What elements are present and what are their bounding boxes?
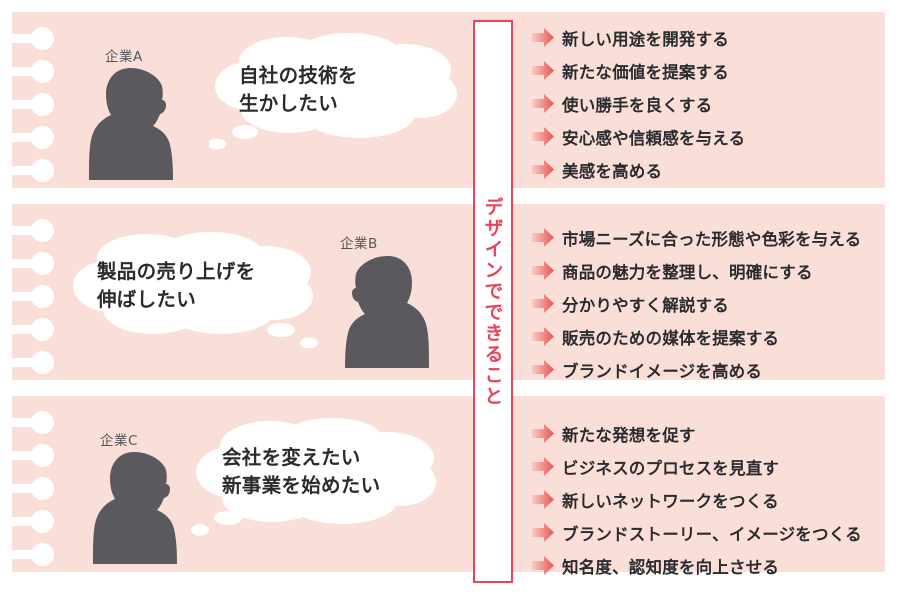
right-arrow-icon — [531, 327, 555, 346]
list-item: 使い勝手を良くする — [531, 88, 745, 119]
person-silhouette-icon — [88, 64, 184, 184]
list-item-label: 商品の魅力を整理し、明確にする — [562, 262, 813, 282]
thought-bubble-c: 会社を変えたい 新事業を始めたい — [190, 418, 440, 536]
right-arrow-icon — [531, 228, 555, 247]
keyhole-notch-icon — [12, 126, 54, 149]
keyhole-notch-icon — [12, 252, 54, 275]
person-silhouette-icon — [334, 252, 430, 372]
right-arrow-icon — [531, 556, 555, 575]
thought-bubble-b: 製品の売り上げを 伸ばしたい — [69, 230, 319, 348]
row-panel-c: 企業C — [12, 396, 885, 572]
center-label-box: デザインでできること — [473, 20, 513, 583]
right-arrow-icon — [531, 457, 555, 476]
bubble-text-c: 会社を変えたい 新事業を始めたい — [222, 446, 381, 497]
list-item: 新しいネットワークをつくる — [531, 484, 862, 515]
keyhole-notch-icon — [12, 60, 54, 83]
list-item-label: 使い勝手を良くする — [562, 95, 713, 115]
right-arrow-icon — [531, 294, 555, 313]
keyhole-notch-icon — [12, 285, 54, 308]
list-item-label: ビジネスのプロセスを見直す — [562, 458, 780, 478]
bubble-text-b: 製品の売り上げを 伸ばしたい — [97, 260, 256, 311]
right-arrow-icon — [531, 28, 555, 47]
thought-bubble-a: 自社の技術を 生かしたい — [209, 32, 459, 150]
list-item: 美感を高める — [531, 154, 745, 185]
list-item: 分かりやすく解説する — [531, 288, 861, 319]
right-arrow-icon — [531, 490, 555, 509]
row-panel-b: 企業B — [12, 204, 885, 380]
keyhole-notch-icon — [12, 27, 54, 50]
list-item: 知名度、認知度を向上させる — [531, 550, 862, 581]
bubble-text-a: 自社の技術を 生かしたい — [239, 64, 358, 115]
keyhole-notch-icon — [12, 93, 54, 116]
thought-bubble-icon — [69, 230, 319, 348]
list-item-label: 分かりやすく解説する — [562, 295, 729, 315]
keyhole-notch-icon — [12, 444, 54, 467]
right-arrow-icon — [531, 261, 555, 280]
keyhole-notch-icon — [12, 510, 54, 533]
person-label-a: 企業A — [105, 49, 143, 65]
row-panel-a: 企業A — [12, 12, 885, 188]
list-item: 販売のための媒体を提案する — [531, 321, 861, 352]
benefit-list-c: 新たな発想を促す ビジネスのプロセスを見直す 新しいネットワークをつくる ブラン… — [531, 418, 862, 583]
list-item-label: ブランドイメージを高める — [562, 361, 763, 381]
person-silhouette-icon — [92, 448, 188, 568]
keyhole-notch-icon — [12, 318, 54, 341]
list-item-label: 美感を高める — [562, 161, 663, 181]
list-item: ビジネスのプロセスを見直す — [531, 451, 862, 482]
right-arrow-icon — [531, 523, 555, 542]
list-item-label: 安心感や信頼感を与える — [562, 128, 746, 148]
list-item-label: 新しいネットワークをつくる — [562, 491, 779, 511]
person-label-c: 企業C — [100, 433, 138, 449]
list-item-label: 新たな発想を促す — [562, 425, 696, 445]
list-item: 市場ニーズに合った形態や色彩を与える — [531, 222, 861, 253]
keyhole-notch-icon — [12, 219, 54, 242]
list-item: ブランドイメージを高める — [531, 354, 861, 385]
right-arrow-icon — [531, 61, 555, 80]
center-label-text: デザインでできること — [481, 196, 504, 407]
list-item-label: ブランドストーリー、イメージをつくる — [562, 524, 862, 544]
right-arrow-icon — [531, 94, 555, 113]
keyhole-notch-icon — [12, 543, 54, 566]
person-label-b: 企業B — [340, 236, 378, 252]
keyhole-notch-icon — [12, 411, 54, 434]
right-arrow-icon — [531, 360, 555, 379]
right-arrow-icon — [531, 424, 555, 443]
list-item: 新たな発想を促す — [531, 418, 862, 449]
right-arrow-icon — [531, 160, 555, 179]
thought-bubble-icon — [190, 418, 440, 536]
right-arrow-icon — [531, 127, 555, 146]
list-item-label: 新たな価値を提案する — [562, 62, 729, 82]
list-item-label: 新しい用途を開発する — [562, 29, 729, 49]
keyhole-notch-icon — [12, 477, 54, 500]
thought-bubble-icon — [209, 32, 459, 150]
benefit-list-b: 市場ニーズに合った形態や色彩を与える 商品の魅力を整理し、明確にする 分かりやす… — [531, 222, 861, 387]
list-item: 安心感や信頼感を与える — [531, 121, 745, 152]
list-item: 商品の魅力を整理し、明確にする — [531, 255, 861, 286]
list-item-label: 市場ニーズに合った形態や色彩を与える — [562, 229, 862, 249]
list-item-label: 販売のための媒体を提案する — [562, 328, 780, 348]
benefit-list-a: 新しい用途を開発する 新たな価値を提案する 使い勝手を良くする 安心感や信頼感を… — [531, 22, 745, 187]
list-item: 新たな価値を提案する — [531, 55, 745, 86]
keyhole-notch-icon — [12, 159, 54, 182]
list-item: 新しい用途を開発する — [531, 22, 745, 53]
list-item-label: 知名度、認知度を向上させる — [562, 557, 780, 577]
list-item: ブランドストーリー、イメージをつくる — [531, 517, 862, 548]
keyhole-notch-icon — [12, 351, 54, 374]
